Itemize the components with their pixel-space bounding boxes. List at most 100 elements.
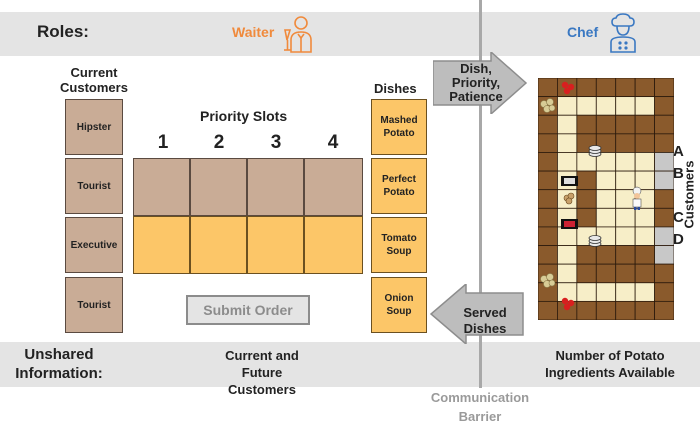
kitchen-cell	[654, 282, 674, 302]
kitchen-cell	[634, 133, 655, 153]
kitchen-cell	[557, 96, 578, 116]
unshared-info-band	[0, 342, 700, 387]
kitchen-cell	[557, 282, 578, 302]
kitchen-cell	[576, 282, 597, 302]
customer-card: Tourist	[65, 158, 123, 214]
dish-card[interactable]: Onion Soup	[371, 277, 427, 333]
kitchen-cell	[634, 263, 655, 284]
kitchen-cell	[538, 189, 558, 209]
kitchen-cell	[615, 282, 636, 302]
current-customers-label: Current Customers	[60, 65, 128, 95]
kitchen-cell	[576, 170, 597, 191]
kitchen-cell	[634, 245, 655, 265]
kitchen-cell	[654, 245, 674, 265]
slot-number: 1	[157, 132, 169, 153]
kitchen-cell	[654, 170, 674, 191]
customer-position-label: A	[673, 143, 684, 160]
kitchen-cell	[615, 207, 636, 228]
customer-slot-3[interactable]	[247, 158, 304, 216]
ingredient-icon	[563, 192, 575, 205]
dish-card[interactable]: Perfect Potato	[371, 158, 427, 214]
waiter-label: Waiter	[232, 24, 275, 40]
kitchen-cell	[538, 133, 558, 153]
kitchen-cell	[557, 263, 578, 284]
kitchen-cell	[654, 300, 674, 320]
customer-slot-1[interactable]	[133, 158, 190, 216]
waiter-icon	[284, 16, 312, 53]
kitchen-cell	[615, 300, 636, 320]
kitchen-cell	[654, 114, 674, 135]
submit-order-button[interactable]: Submit Order	[186, 295, 310, 325]
dish-card[interactable]: Tomato Soup	[371, 217, 427, 273]
kitchen-cell	[654, 263, 674, 284]
kitchen-cell	[538, 78, 558, 98]
kitchen-cell	[595, 282, 617, 302]
tomato-icon	[561, 81, 575, 95]
customer-position-label: B	[673, 165, 684, 182]
waiter-info-text: Current and Future Customers	[225, 348, 299, 397]
kitchen-cell	[576, 78, 597, 98]
kitchen-cell	[654, 96, 674, 116]
slot-number: 2	[213, 132, 225, 153]
kitchen-cell	[634, 207, 655, 228]
stove-icon	[561, 176, 578, 186]
kitchen-cell	[634, 282, 655, 302]
kitchen-cell	[615, 226, 636, 246]
kitchen-cell	[654, 78, 674, 98]
customer-slot-2[interactable]	[190, 158, 247, 216]
kitchen-cell	[538, 170, 558, 191]
kitchen-cell	[576, 245, 597, 265]
dish-slot-3[interactable]	[247, 216, 304, 274]
kitchen-cell	[557, 133, 578, 153]
kitchen-cell	[595, 114, 617, 135]
kitchen-cell	[557, 226, 578, 246]
stove-icon	[561, 219, 578, 229]
kitchen-cell	[557, 245, 578, 265]
kitchen-cell	[595, 189, 617, 209]
kitchen-cell	[538, 300, 558, 320]
priority-slots-label: Priority Slots	[200, 108, 288, 124]
priority-slot-grid	[133, 158, 363, 274]
kitchen-cell	[576, 300, 597, 320]
roles-label: Roles:	[37, 22, 89, 41]
customer-position-label: C	[673, 209, 684, 226]
customer-card: Hipster	[65, 99, 123, 155]
slot-number: 3	[270, 132, 282, 153]
kitchen-cell	[595, 170, 617, 191]
kitchen-cell	[576, 114, 597, 135]
kitchen-cell	[615, 263, 636, 284]
arrow-to-waiter	[430, 284, 524, 344]
customer-position-label: D	[673, 231, 684, 248]
chef-info-text: Number of Potato Ingredients Available	[545, 348, 675, 380]
dish-slot-4[interactable]	[304, 216, 363, 274]
communication-barrier-label: Communication Barrier	[418, 388, 542, 426]
arrow-to-waiter-label: Served Dishes	[463, 305, 507, 336]
kitchen-cell	[557, 152, 578, 172]
kitchen-cell	[595, 207, 617, 228]
customer-card: Executive	[65, 217, 123, 273]
kitchen-cell	[595, 96, 617, 116]
tomato-icon	[561, 297, 575, 311]
chef-label: Chef	[567, 24, 599, 40]
kitchen-cell	[615, 133, 636, 153]
dish-card[interactable]: Mashed Potato	[371, 99, 427, 155]
kitchen-cell	[538, 114, 558, 135]
customer-slot-4[interactable]	[304, 158, 363, 216]
potato-sack-icon	[540, 98, 556, 113]
slot-number: 4	[327, 132, 339, 153]
dish-slot-1[interactable]	[133, 216, 190, 274]
kitchen-cell	[634, 226, 655, 246]
kitchen-cell	[615, 96, 636, 116]
kitchen-cell	[634, 300, 655, 320]
kitchen-cell	[615, 78, 636, 98]
dish-slot-2[interactable]	[190, 216, 247, 274]
kitchen-cell	[615, 189, 636, 209]
plate-stack-icon	[588, 235, 602, 247]
kitchen-cell	[576, 207, 597, 228]
kitchen-cell	[634, 78, 655, 98]
kitchen-cell	[615, 245, 636, 265]
kitchen-cell	[576, 263, 597, 284]
kitchen-cell	[595, 245, 617, 265]
kitchen-cell	[615, 170, 636, 191]
communication-barrier-line	[479, 0, 482, 395]
